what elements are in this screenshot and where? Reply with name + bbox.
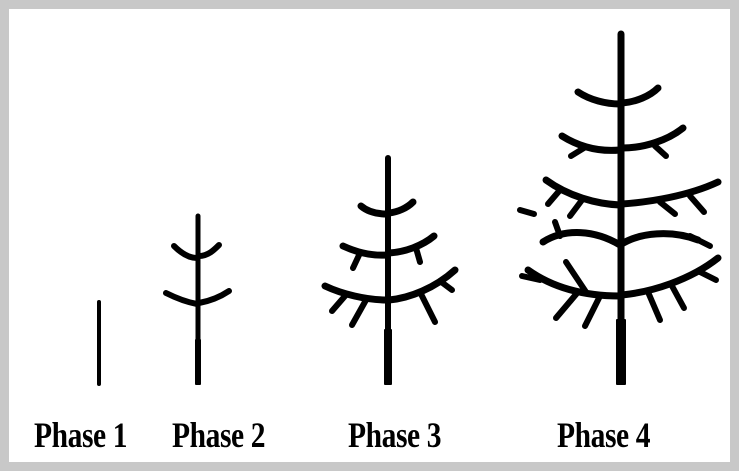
phase-3-label: Phase 3: [348, 415, 442, 455]
phase-1-label: Phase 1: [34, 415, 128, 455]
tree-phase-4: [517, 30, 722, 385]
phase-2-label: Phase 2: [172, 415, 266, 455]
tree-phase-3: [321, 155, 459, 385]
tree-phase-2: [163, 213, 232, 385]
phase-4-label: Phase 4: [557, 415, 651, 455]
